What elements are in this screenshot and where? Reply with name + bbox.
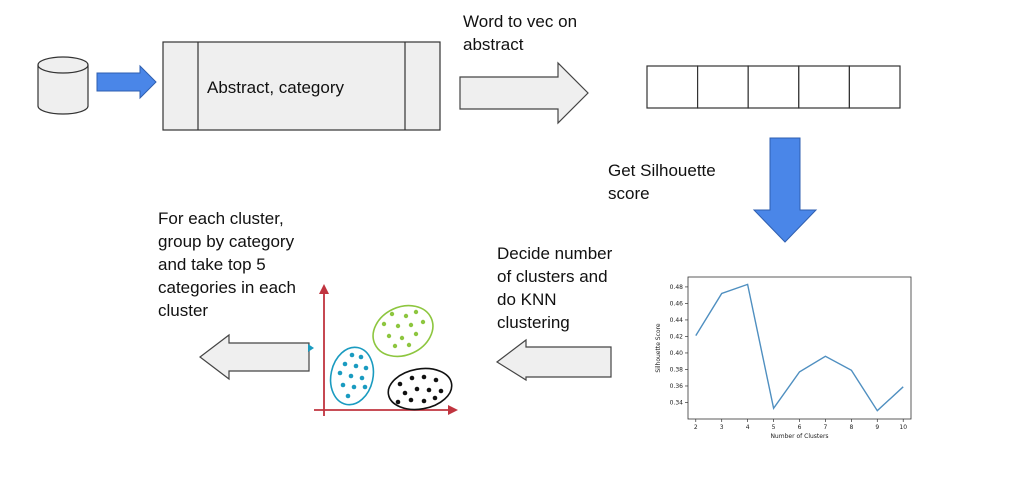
word2vec-label: Word to vec on abstract <box>463 12 578 54</box>
y-tick-label: 0.34 <box>670 399 684 406</box>
y-tick-label: 0.40 <box>670 350 684 357</box>
blue-arrow-down <box>752 137 818 243</box>
gray-arrow-left-middle <box>495 338 612 382</box>
blue-arrow-right <box>96 64 157 100</box>
silhouette-label: Get Silhouette score <box>608 161 716 203</box>
vector-cell <box>747 65 800 109</box>
chart-series-line <box>695 283 904 412</box>
vector-cell <box>646 65 699 109</box>
y-tick-label: 0.48 <box>670 284 684 291</box>
vector-cell <box>798 65 850 109</box>
decide-clusters-label: Decide number of clusters and do KNN clu… <box>497 244 613 332</box>
record-box <box>162 41 441 131</box>
x-tick-label: 5 <box>772 424 776 431</box>
cluster-green <box>372 304 434 358</box>
vector-cells <box>646 65 901 109</box>
y-axis-label: Silhouette Score <box>655 323 662 373</box>
x-axis-label: Number of Clusters <box>770 433 828 440</box>
cluster-black <box>387 367 453 411</box>
x-tick-label: 7 <box>824 424 828 431</box>
cluster-blue <box>329 346 375 406</box>
x-tick-label: 3 <box>720 424 724 431</box>
y-tick-label: 0.42 <box>670 333 684 340</box>
cluster-green-points <box>381 309 426 349</box>
y-tick-label: 0.46 <box>670 300 684 307</box>
x-tick-label: 4 <box>746 424 750 431</box>
x-tick-label: 10 <box>899 424 907 431</box>
chart-frame <box>687 276 912 420</box>
cluster-blue-points <box>337 352 369 399</box>
x-tick-label: 9 <box>875 424 879 431</box>
vector-cell <box>848 65 901 109</box>
y-tick-label: 0.38 <box>670 366 684 373</box>
vector-cell <box>696 65 749 109</box>
gray-arrow-right <box>459 61 589 125</box>
y-tick-label: 0.36 <box>670 383 684 390</box>
silhouette-chart: 2 3 4 5 6 7 8 9 10 0.34 0.36 0.38 0.40 0.42 0.44 0.46 0.… <box>655 276 912 440</box>
cluster-illustration <box>308 284 458 416</box>
database-icon <box>37 56 89 115</box>
x-tick-label: 6 <box>798 424 802 431</box>
cluster-black-points <box>395 374 444 405</box>
gray-arrow-left-bottom <box>199 333 310 381</box>
cluster-summary-label: For each cluster, group by category and … <box>158 209 296 320</box>
x-tick-label: 8 <box>849 424 853 431</box>
x-tick-label: 2 <box>694 424 698 431</box>
record-label: Abstract, category <box>207 78 345 97</box>
y-tick-label: 0.44 <box>670 317 684 324</box>
